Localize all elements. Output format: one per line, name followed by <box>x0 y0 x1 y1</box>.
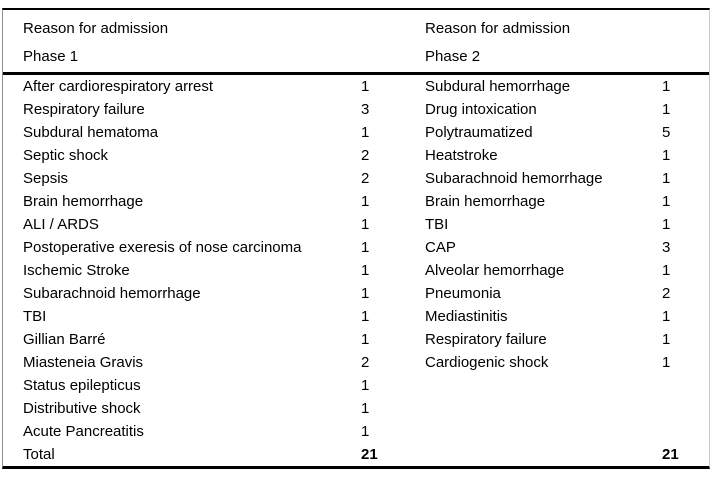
table-header: Reason for admission Phase 1 Reason for … <box>3 10 709 75</box>
phase2-reason-cell <box>425 397 662 420</box>
phase2-count-cell: 5 <box>662 124 671 141</box>
phase2-reason-cell: Brain hemorrhage <box>425 193 546 210</box>
header-phase1-subtitle: Phase 1 <box>23 48 79 65</box>
phase2-count-cell: 1 <box>662 170 671 187</box>
phase2-reason-cell: Polytraumatized <box>425 124 533 141</box>
phase1-count-cell: 1 <box>361 193 370 210</box>
phase2-count-cell: 1 <box>662 216 671 233</box>
phase2-reason-cell: Cardiogenic shock <box>425 354 549 371</box>
phase2-reason-cell: Subdural hemorrhage <box>425 78 571 95</box>
phase2-count-cell: 1 <box>662 78 671 95</box>
phase1-count-cell: 1 <box>361 400 370 417</box>
total-row: Total 21 21 <box>3 443 709 466</box>
phase2-reason-cell: Drug intoxication <box>425 101 537 118</box>
header-phase1: Reason for admission Phase 1 <box>23 17 425 72</box>
phase1-count-cell: 1 <box>361 285 370 302</box>
phase2-count-cell: 1 <box>662 308 671 325</box>
table-row: Subdural hematoma 1 Polytraumatized 5 <box>3 121 709 144</box>
phase2-reason-cell: Respiratory failure <box>425 331 547 348</box>
phase1-count-cell: 1 <box>361 216 370 233</box>
header-phase2: Reason for admission Phase 2 <box>425 17 709 72</box>
phase2-count-cell: 3 <box>662 239 671 256</box>
phase1-count-cell: 2 <box>361 354 370 371</box>
phase1-count-cell: 2 <box>361 147 370 164</box>
total-phase2-count: 21 <box>662 446 679 463</box>
header-phase2-subtitle: Phase 2 <box>425 48 481 65</box>
phase2-count-cell: 1 <box>662 262 671 279</box>
table-row: Sepsis 2 Subarachnoid hemorrhage 1 <box>3 167 709 190</box>
phase2-reason-cell: Pneumonia <box>425 285 501 302</box>
phase1-reason-cell: Miasteneia Gravis <box>23 354 144 371</box>
table-row: Respiratory failure 3 Drug intoxication 1 <box>3 98 709 121</box>
phase1-reason-cell: TBI <box>23 308 47 325</box>
phase1-count-cell: 1 <box>361 377 370 394</box>
phase2-count-cell: 1 <box>662 354 671 371</box>
phase1-reason-cell: Septic shock <box>23 147 109 164</box>
phase2-count-cell: 1 <box>662 101 671 118</box>
phase2-count-cell <box>662 420 709 443</box>
phase1-reason-cell: Gillian Barré <box>23 331 106 348</box>
phase2-reason-cell: Subarachnoid hemorrhage <box>425 170 603 187</box>
phase1-count-cell: 1 <box>361 124 370 141</box>
phase2-count-cell: 1 <box>662 331 671 348</box>
phase1-reason-cell: After cardiorespiratory arrest <box>23 78 214 95</box>
table-row: ALI / ARDS 1 TBI 1 <box>3 213 709 236</box>
table-row: After cardiorespiratory arrest 1 Subdural … <box>3 75 709 98</box>
phase2-reason-cell <box>425 420 662 443</box>
phase1-reason-cell: Distributive shock <box>23 400 141 417</box>
total-phase1-count: 21 <box>361 446 378 463</box>
phase2-reason-cell: TBI <box>425 216 449 233</box>
phase1-reason-cell: Ischemic Stroke <box>23 262 130 279</box>
phase1-count-cell: 1 <box>361 308 370 325</box>
table-row: Acute Pancreatitis 1 <box>3 420 709 443</box>
table-row: Miasteneia Gravis 2 Cardiogenic shock 1 <box>3 351 709 374</box>
phase2-count-cell <box>662 374 709 397</box>
table-row: Septic shock 2 Heatstroke 1 <box>3 144 709 167</box>
table-row: Postoperative exeresis of nose carcinoma… <box>3 236 709 259</box>
phase2-reason-cell: Alveolar hemorrhage <box>425 262 565 279</box>
phase1-reason-cell: Status epilepticus <box>23 377 141 394</box>
phase1-count-cell: 1 <box>361 262 370 279</box>
header-phase2-title: Reason for admission <box>425 20 571 37</box>
phase1-reason-cell: Postoperative exeresis of nose carcinoma <box>23 239 302 256</box>
total-label: Total <box>23 446 55 463</box>
phase2-reason-cell: Heatstroke <box>425 147 498 164</box>
table-row: Status epilepticus 1 <box>3 374 709 397</box>
total-spacer <box>425 443 662 466</box>
table-row: Distributive shock 1 <box>3 397 709 420</box>
table-row: TBI 1 Mediastinitis 1 <box>3 305 709 328</box>
table-row: Subarachnoid hemorrhage 1 Pneumonia 2 <box>3 282 709 305</box>
phase1-reason-cell: Acute Pancreatitis <box>23 423 144 440</box>
phase2-reason-cell: Mediastinitis <box>425 308 508 325</box>
phase1-count-cell: 3 <box>361 101 370 118</box>
phase2-reason-cell: CAP <box>425 239 456 256</box>
phase1-count-cell: 1 <box>361 239 370 256</box>
table-row: Brain hemorrhage 1 Brain hemorrhage 1 <box>3 190 709 213</box>
admissions-table: Reason for admission Phase 1 Reason for … <box>2 8 710 469</box>
phase1-reason-cell: Respiratory failure <box>23 101 145 118</box>
table-row: Ischemic Stroke 1 Alveolar hemorrhage 1 <box>3 259 709 282</box>
phase2-count-cell: 1 <box>662 193 671 210</box>
phase2-count-cell: 2 <box>662 285 671 302</box>
phase1-reason-cell: Subarachnoid hemorrhage <box>23 285 201 302</box>
table-row: Gillian Barré 1 Respiratory failure 1 <box>3 328 709 351</box>
phase1-reason-cell: Sepsis <box>23 170 69 187</box>
phase1-count-cell: 1 <box>361 423 370 440</box>
phase1-count-cell: 1 <box>361 331 370 348</box>
phase2-reason-cell <box>425 374 662 397</box>
phase1-reason-cell: ALI / ARDS <box>23 216 99 233</box>
phase1-reason-cell: Subdural hematoma <box>23 124 159 141</box>
phase1-count-cell: 1 <box>361 78 370 95</box>
phase1-count-cell: 2 <box>361 170 370 187</box>
phase1-reason-cell: Brain hemorrhage <box>23 193 144 210</box>
header-phase1-title: Reason for admission <box>23 20 169 37</box>
phase2-count-cell <box>662 397 709 420</box>
phase2-count-cell: 1 <box>662 147 671 164</box>
